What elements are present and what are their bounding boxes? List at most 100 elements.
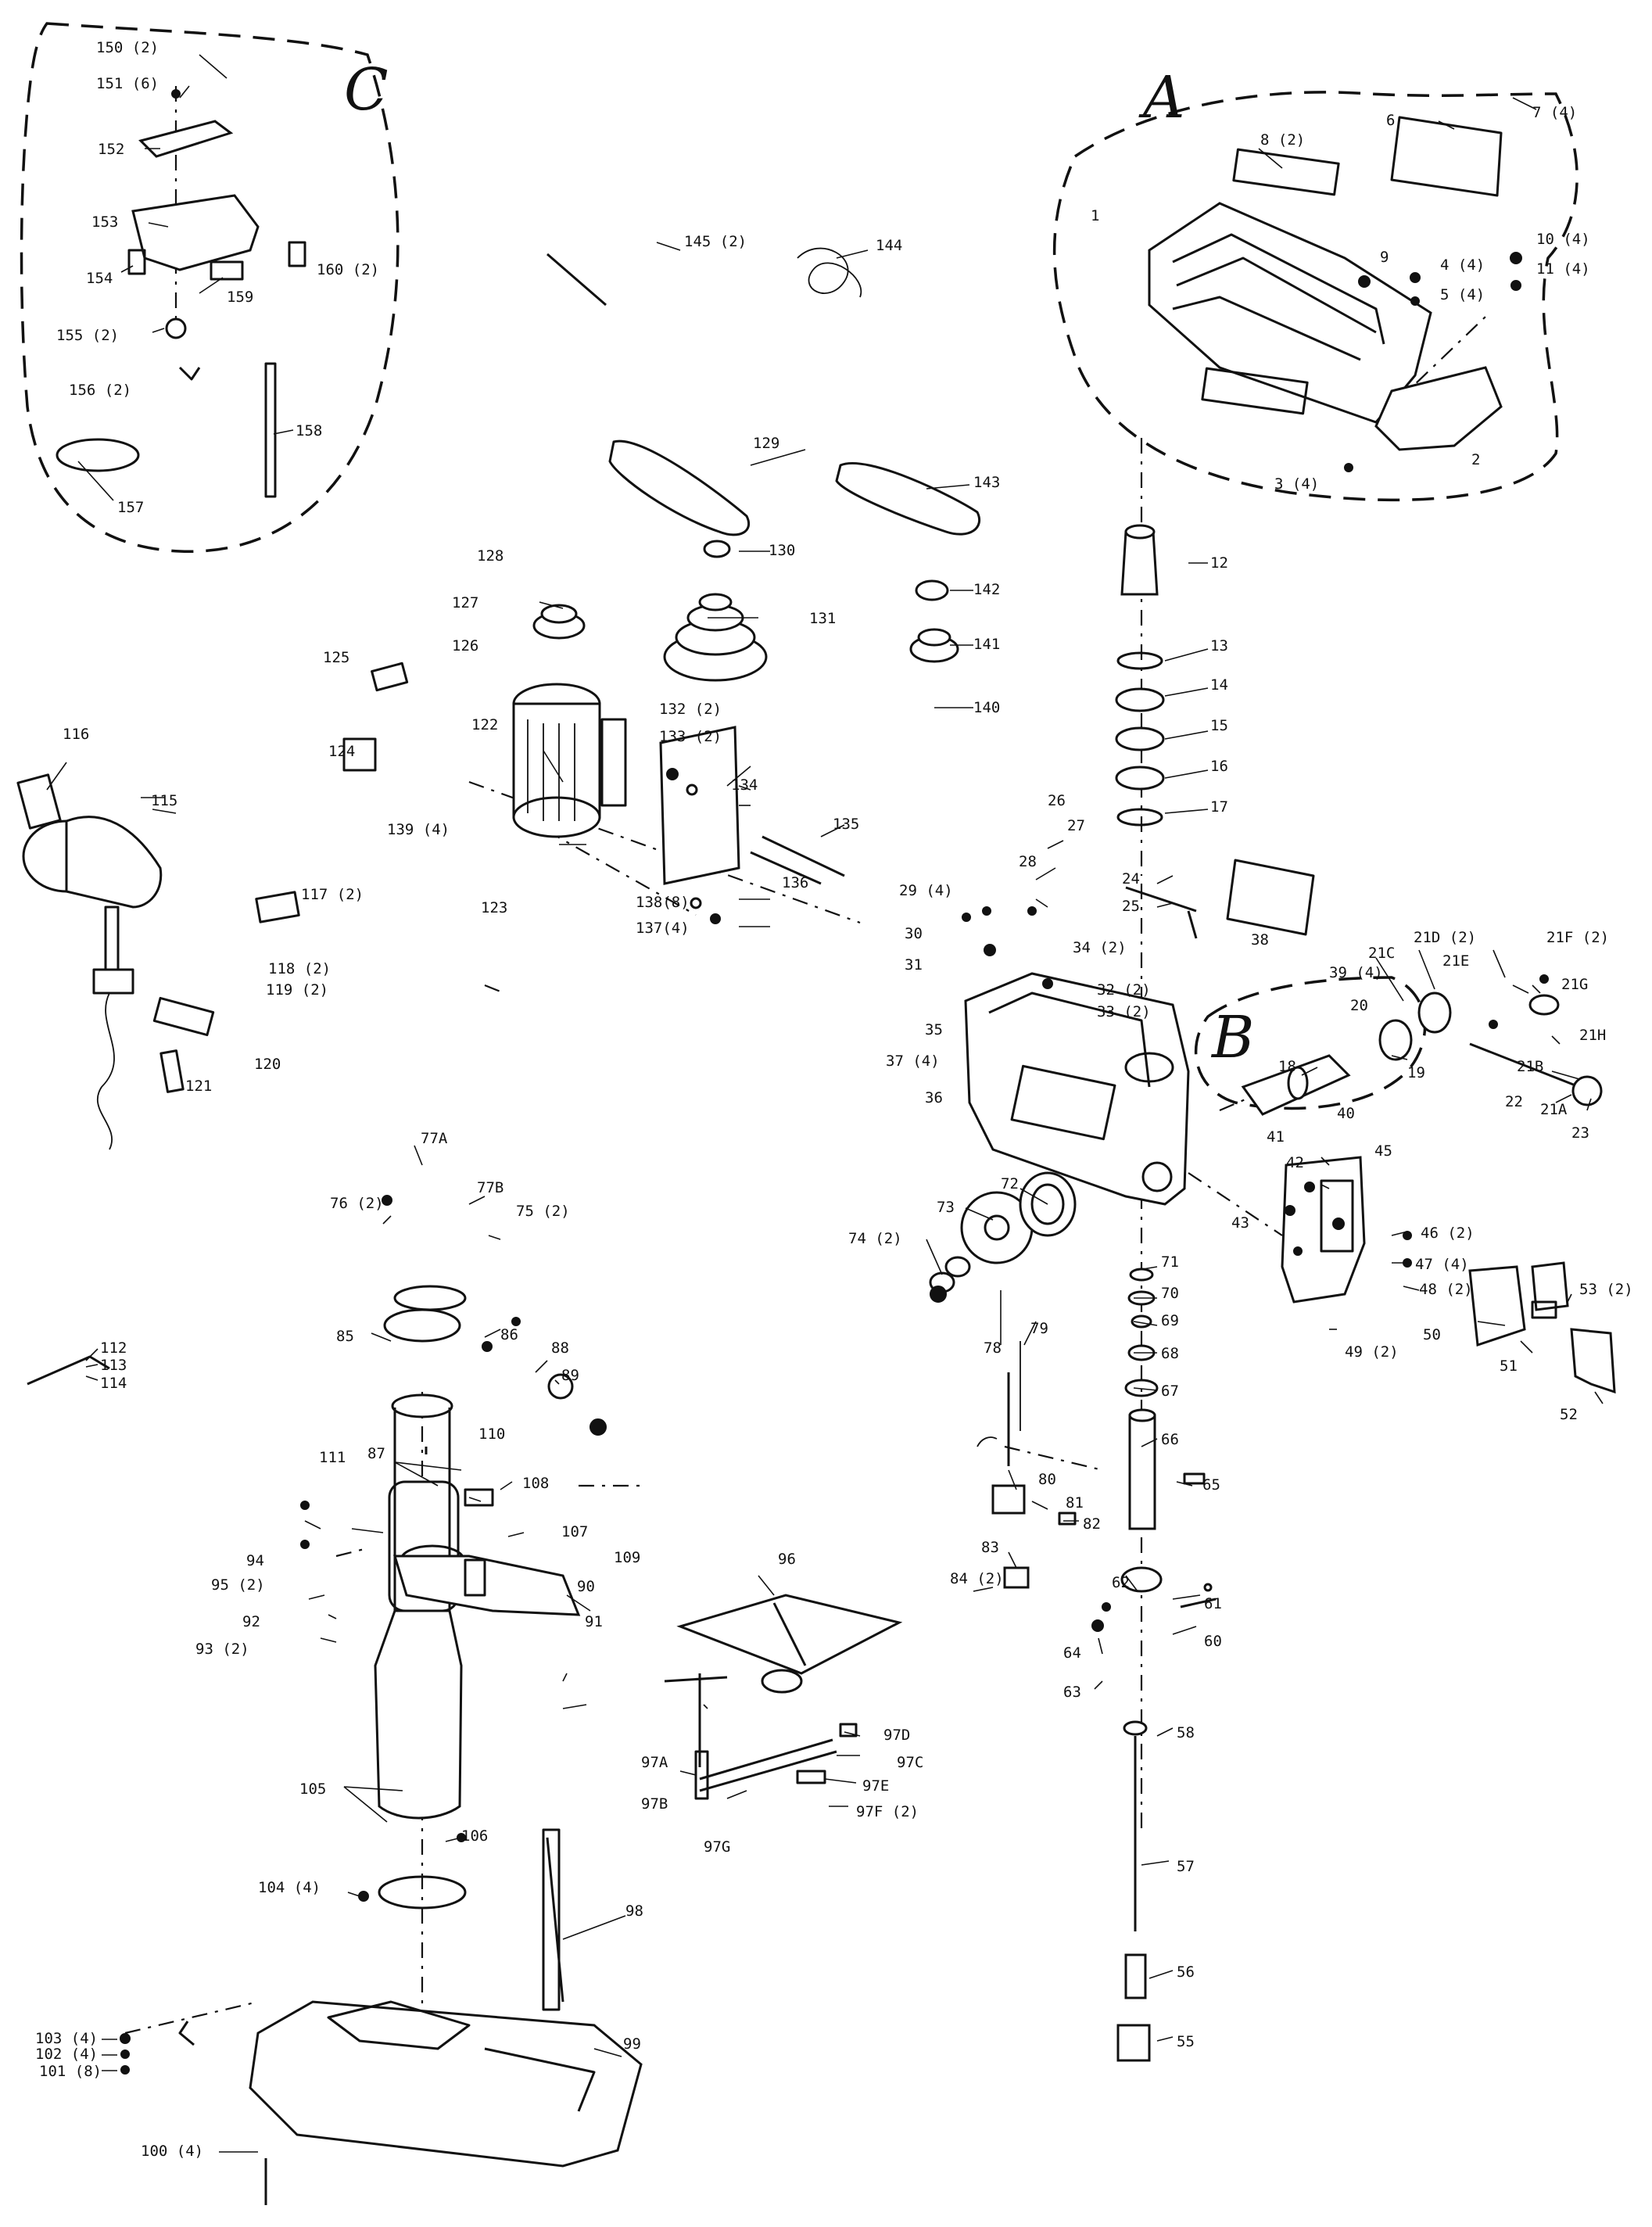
callout-122: 122 <box>471 716 498 733</box>
callout-159: 159 <box>227 289 253 306</box>
callout-21g: 21G <box>1561 976 1588 993</box>
callout-21h: 21H <box>1579 1027 1606 1044</box>
callout-58: 58 <box>1177 1724 1195 1741</box>
callout-151: 151 (6) <box>96 75 159 92</box>
callout-13: 13 <box>1210 637 1228 654</box>
callout-91: 91 <box>585 1613 603 1630</box>
callout-14: 14 <box>1210 676 1228 694</box>
lamp-drawing <box>16 662 409 1150</box>
worktable-drawing <box>664 1594 903 1800</box>
callout-53: 53 (2) <box>1579 1281 1633 1298</box>
callout-93: 93 (2) <box>195 1641 249 1658</box>
callout-6: 6 <box>1386 112 1395 129</box>
callout-21f: 21F (2) <box>1546 929 1609 946</box>
quill-spindle-drawing <box>1091 524 1217 2062</box>
group-c-drawing <box>56 89 306 498</box>
callout-11: 11 (4) <box>1536 260 1590 278</box>
callout-132: 132 (2) <box>659 701 722 718</box>
callout-80: 80 <box>1038 1471 1056 1488</box>
callout-38: 38 <box>1251 931 1269 949</box>
callout-118: 118 (2) <box>268 960 331 977</box>
callout-97d: 97D <box>883 1727 910 1744</box>
callout-129: 129 <box>753 435 779 452</box>
callout-117: 117 (2) <box>301 886 364 903</box>
callout-156: 156 (2) <box>69 382 131 399</box>
callout-82: 82 <box>1083 1515 1101 1533</box>
callout-77b: 77B <box>477 1179 503 1196</box>
misc-fasteners-drawing <box>120 906 1549 2075</box>
switch-box-drawing <box>1281 1156 1616 1394</box>
callout-labels: 1 2 3 (4) 4 (4) 5 (4) 6 7 (4) 8 (2) 9 10… <box>35 39 1633 2160</box>
callout-64: 64 <box>1063 1644 1081 1662</box>
callout-85: 85 <box>336 1328 354 1345</box>
belt-guard-drawing <box>1148 116 1522 472</box>
callout-31: 31 <box>905 956 923 974</box>
callout-150: 150 (2) <box>96 39 159 56</box>
callout-55: 55 <box>1177 2033 1195 2050</box>
callout-29: 29 (4) <box>899 882 953 899</box>
callout-97a: 97A <box>641 1754 668 1771</box>
callout-133: 133 (2) <box>659 728 722 745</box>
table-arm-drawing <box>392 1285 581 1616</box>
callout-81: 81 <box>1066 1494 1084 1512</box>
column-base-drawing <box>249 1308 643 2205</box>
callout-95: 95 (2) <box>211 1576 265 1594</box>
callout-143: 143 <box>973 474 1000 491</box>
callout-22: 22 <box>1505 1093 1523 1110</box>
callout-109: 109 <box>614 1549 640 1566</box>
callout-42: 42 <box>1286 1154 1304 1171</box>
callout-124: 124 <box>328 743 355 760</box>
callout-5: 5 (4) <box>1440 286 1485 303</box>
callout-97b: 97B <box>641 1795 668 1813</box>
callout-3: 3 (4) <box>1274 475 1319 493</box>
callout-108: 108 <box>522 1475 549 1492</box>
callout-20: 20 <box>1350 997 1368 1014</box>
head-casting-drawing <box>964 859 1603 1206</box>
callout-30: 30 <box>905 925 923 942</box>
callout-62: 62 <box>1112 1574 1130 1591</box>
pulleys-drawing <box>532 540 959 682</box>
callout-17: 17 <box>1210 798 1228 816</box>
group-a-outline <box>1052 91 1579 502</box>
callout-105: 105 <box>299 1781 326 1798</box>
callout-60: 60 <box>1204 1633 1222 1650</box>
callout-97g: 97G <box>704 1838 730 1856</box>
callout-158: 158 <box>296 422 322 439</box>
callout-119: 119 (2) <box>266 981 328 999</box>
callout-8: 8 (2) <box>1260 131 1305 149</box>
callout-103: 103 (4) <box>35 2030 98 2047</box>
callout-94: 94 <box>246 1552 264 1569</box>
callout-84: 84 (2) <box>950 1570 1004 1587</box>
callout-46: 46 (2) <box>1421 1225 1475 1242</box>
callout-78: 78 <box>984 1339 1002 1357</box>
callout-34: 34 (2) <box>1073 939 1127 956</box>
callout-19: 19 <box>1407 1064 1425 1081</box>
callout-160: 160 (2) <box>317 261 379 278</box>
callout-154: 154 <box>86 270 113 287</box>
callout-152: 152 <box>98 141 124 158</box>
callout-100: 100 (4) <box>141 2143 203 2160</box>
callout-65: 65 <box>1202 1476 1220 1494</box>
callout-131: 131 <box>809 610 836 627</box>
callout-153: 153 <box>91 213 118 231</box>
group-b-outline <box>1195 976 1427 1110</box>
callout-24: 24 <box>1122 870 1140 888</box>
callout-90: 90 <box>577 1578 595 1595</box>
callout-116: 116 <box>63 726 89 743</box>
callout-21c: 21C <box>1368 945 1395 962</box>
callout-104: 104 (4) <box>258 1879 321 1896</box>
callout-136: 136 <box>782 874 808 891</box>
leader-lines <box>46 54 1604 2153</box>
depth-stop-drawing <box>977 1341 1077 1589</box>
callout-48: 48 (2) <box>1419 1281 1473 1298</box>
callout-110: 110 <box>478 1425 505 1443</box>
callout-43: 43 <box>1231 1214 1249 1232</box>
callout-33: 33 (2) <box>1097 1003 1151 1020</box>
callout-101: 101 (8) <box>39 2063 102 2080</box>
callout-26: 26 <box>1048 792 1066 809</box>
callout-127: 127 <box>452 594 478 611</box>
callout-40: 40 <box>1337 1105 1355 1122</box>
callout-87: 87 <box>367 1445 385 1462</box>
callout-89: 89 <box>561 1367 579 1384</box>
